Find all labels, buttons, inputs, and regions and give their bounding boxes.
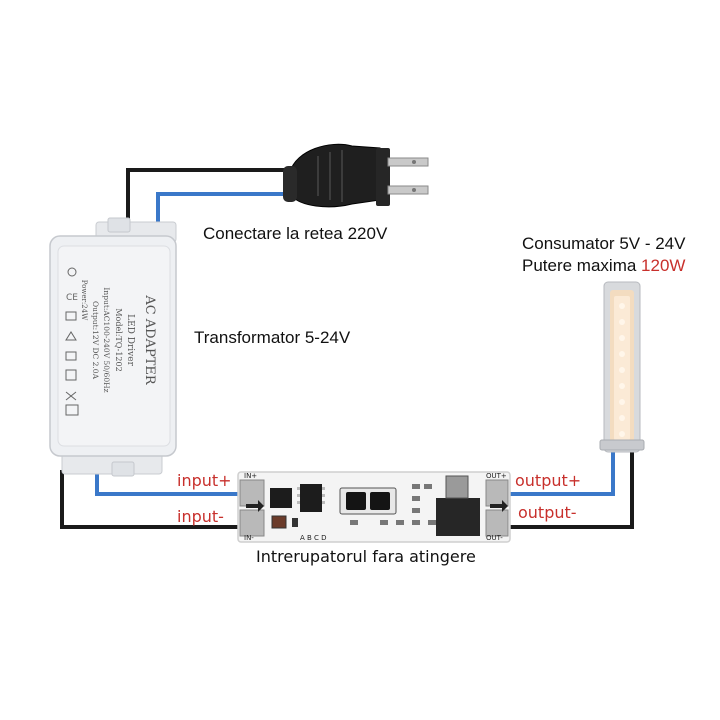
output-minus-label: output- xyxy=(518,503,577,522)
adapter-output-spec: Output:12V DC 2.0A xyxy=(91,301,100,380)
transformer-label: Transformator 5-24V xyxy=(194,328,351,347)
consumer-label-line2: Putere maxima 120W xyxy=(522,256,685,276)
board-in-minus-label: IN- xyxy=(244,534,254,542)
wire-black-input-minus xyxy=(60,470,262,529)
adapter-title: AC ADAPTER xyxy=(142,294,157,386)
ac-adapter: CE AC ADAPTER LED Driver Model:TQ-1202 I… xyxy=(49,217,177,477)
mains-label: Conectare la retea 220V xyxy=(203,224,388,243)
touchless-switch-board: IN+ IN- OUT+ OUT- A B C D xyxy=(237,471,511,543)
wire-black-output-minus xyxy=(505,448,634,529)
input-minus-label: input- xyxy=(177,507,224,526)
lamp-led-dots xyxy=(619,303,625,437)
board-out-plus-label: OUT+ xyxy=(486,472,507,480)
board-out-minus-label: OUT- xyxy=(486,534,503,542)
adapter-subtitle: LED Driver xyxy=(125,314,135,366)
adapter-input-spec: Input:AC100-240V 50/60Hz xyxy=(102,287,111,392)
output-plus-label: output+ xyxy=(515,471,582,490)
led-lamp xyxy=(599,281,645,453)
wire-blue-input-plus xyxy=(95,470,262,496)
consumer-label-line1: Consumator 5V - 24V xyxy=(522,234,686,253)
wire-blue-output-plus xyxy=(505,448,615,496)
adapter-model: Model:TQ-1202 xyxy=(114,308,123,371)
board-in-plus-label: IN+ xyxy=(244,472,257,480)
certification-icons: CE xyxy=(65,267,79,416)
touchless-switch-label: Intrerupatorul fara atingere xyxy=(256,547,476,566)
input-plus-label: input+ xyxy=(177,471,232,490)
svg-text:CE: CE xyxy=(66,293,78,303)
consumer-power-prefix: Putere maxima xyxy=(522,256,642,275)
wire-black-mains xyxy=(126,168,305,232)
power-plug xyxy=(283,143,429,208)
board-abcd-label: A B C D xyxy=(300,534,327,542)
adapter-power-spec: Power:24W xyxy=(80,280,88,321)
wire-blue-mains xyxy=(156,192,305,232)
consumer-power-value: 120W xyxy=(641,256,686,275)
